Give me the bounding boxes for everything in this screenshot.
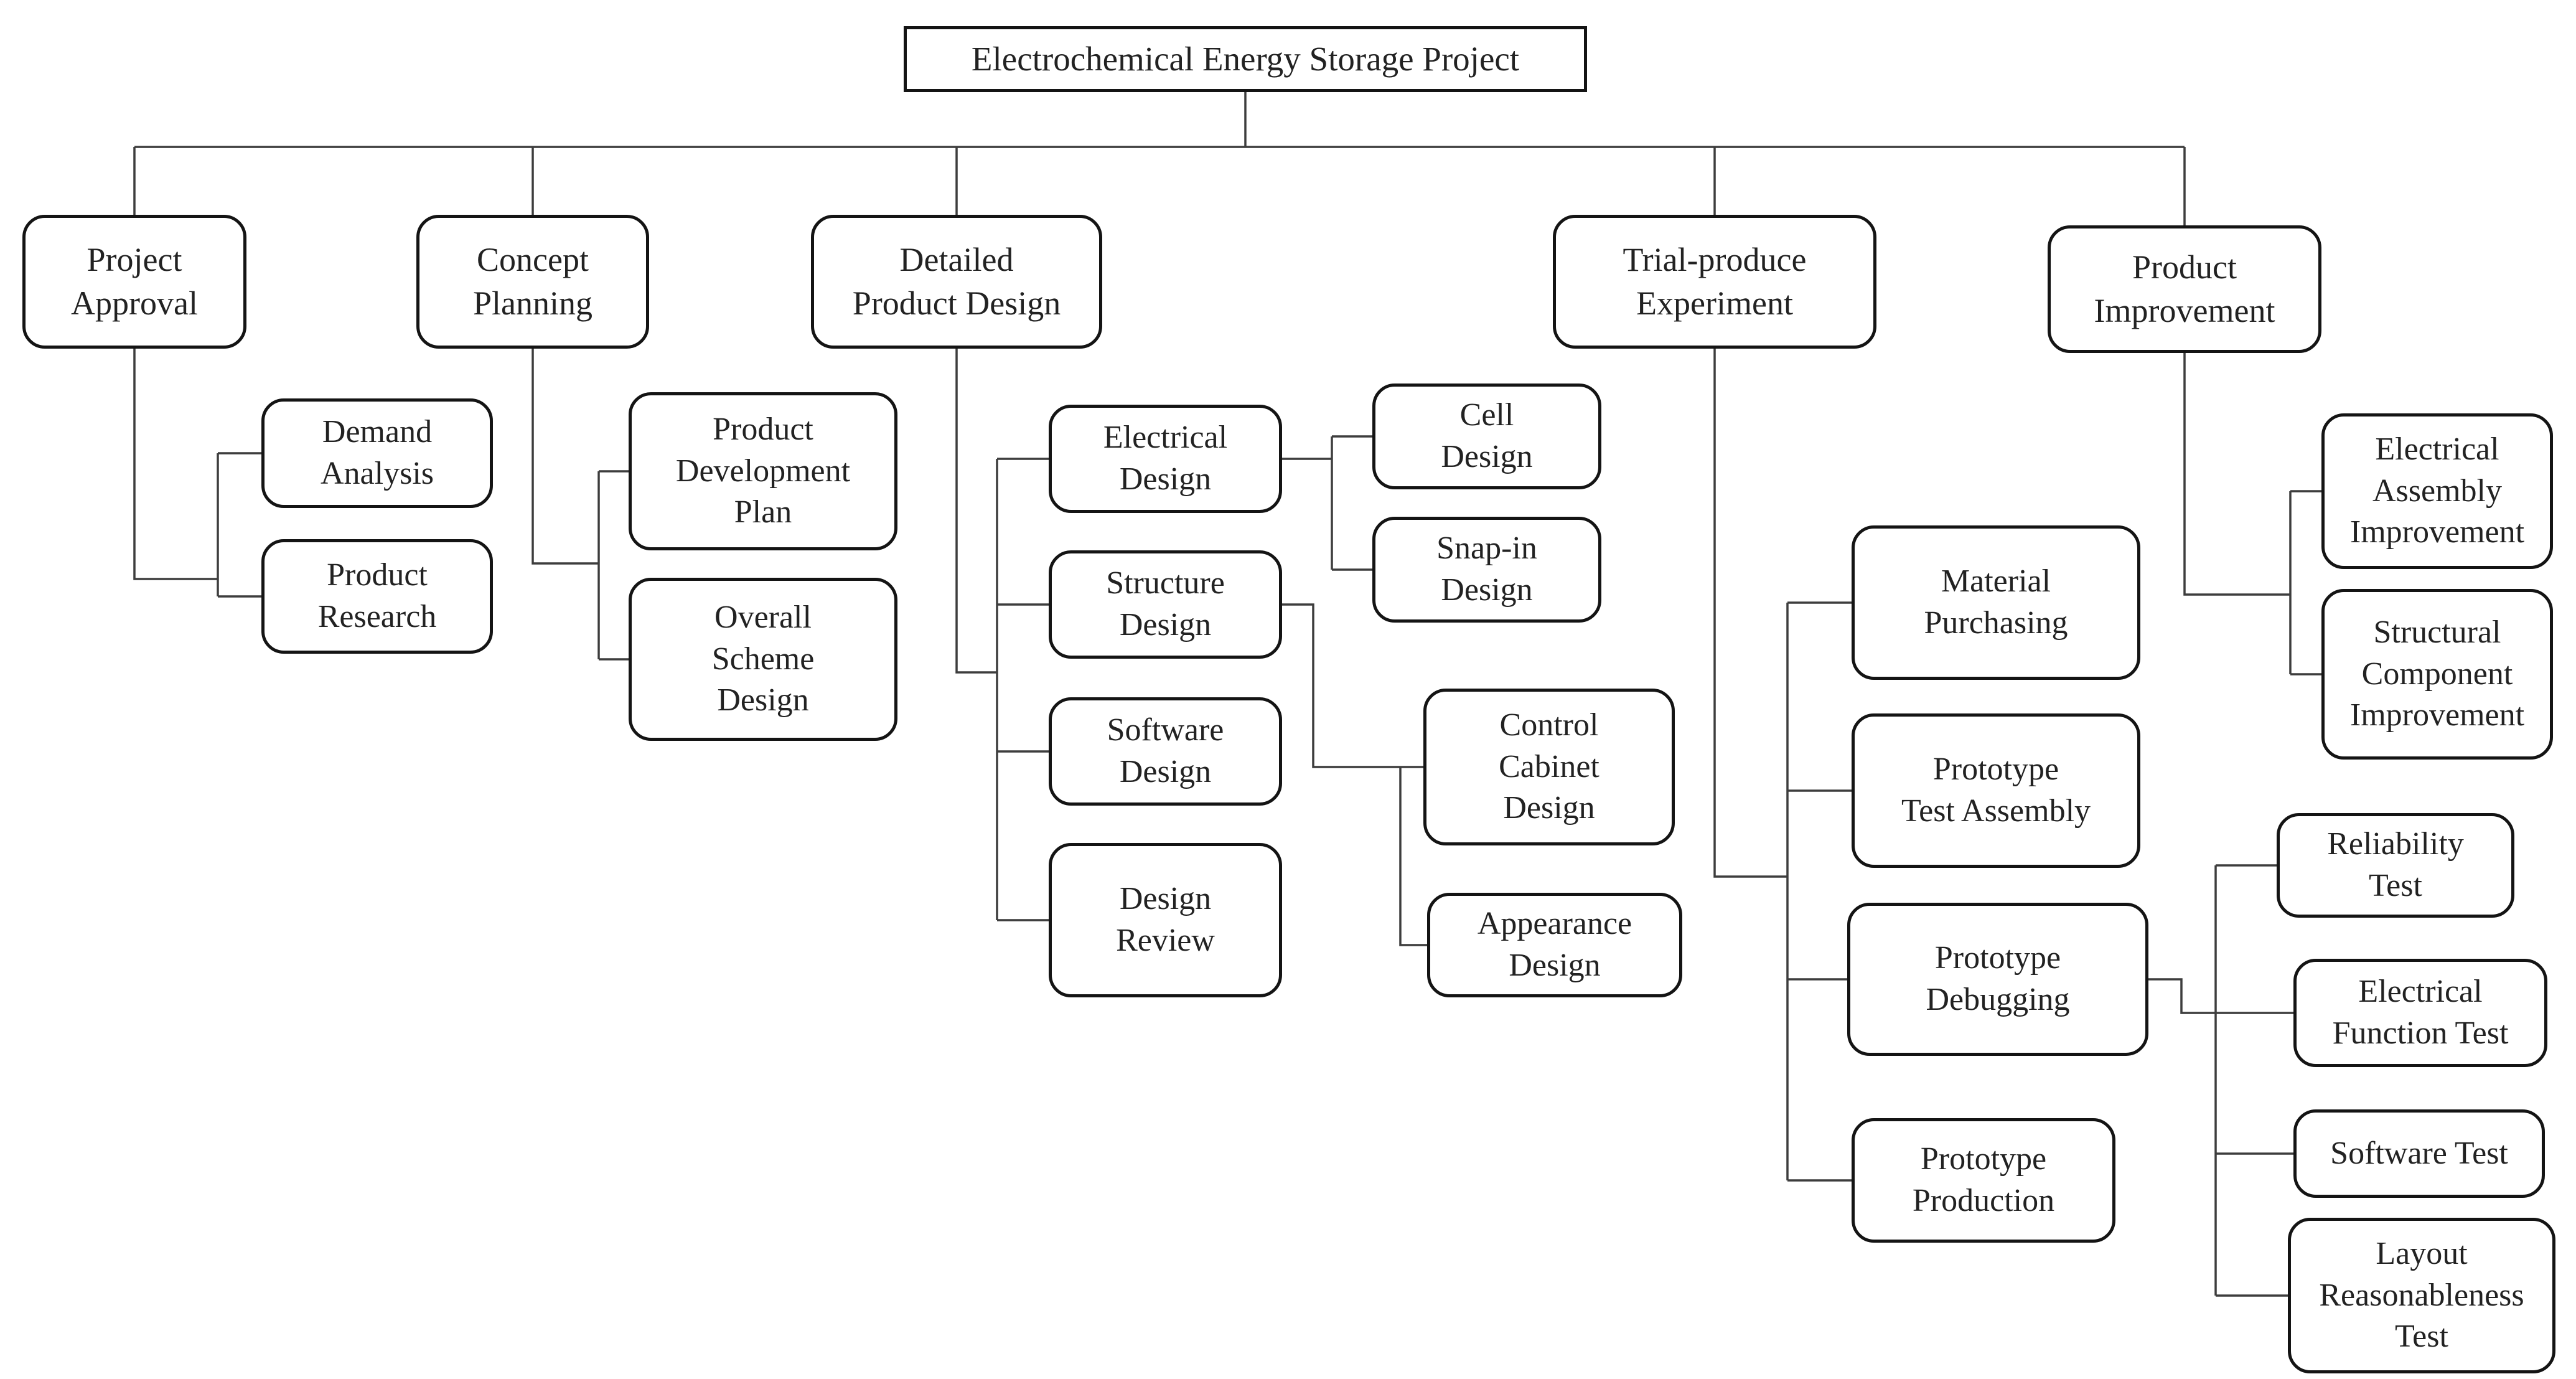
node-demand-analysis: Demand Analysis (261, 398, 493, 508)
node-structural-component-improvement: Structural Component Improvement (2321, 589, 2553, 760)
node-trial-produce-experiment: Trial-produce Experiment (1553, 215, 1876, 349)
connector-electrical-design-children (1282, 435, 1372, 571)
node-material-purchasing: Material Purchasing (1852, 525, 2140, 680)
node-product-development-plan: Product Development Plan (629, 392, 897, 550)
connector-prototype-debugging-children (2148, 864, 2293, 1297)
node-layout-reasonableness-test: Layout Reasonableness Test (2288, 1218, 2555, 1373)
node-software-design: Software Design (1049, 697, 1282, 806)
connector-product-improvement-children (2183, 353, 2321, 675)
node-product-research: Product Research (261, 539, 493, 654)
connector-detailed-product-design-children (955, 349, 1049, 921)
node-cell-design: Cell Design (1372, 384, 1601, 489)
node-software-test: Software Test (2293, 1109, 2545, 1198)
connector-project-approval-children (133, 349, 261, 598)
node-concept-planning: Concept Planning (416, 215, 649, 349)
node-prototype-test-assembly: Prototype Test Assembly (1852, 713, 2140, 868)
node-reliability-test: Reliability Test (2277, 813, 2514, 918)
node-control-cabinet-design: Control Cabinet Design (1423, 689, 1675, 845)
connector-root-rail (133, 92, 2186, 225)
node-electrochemical-energy-storage-project: Electrochemical Energy Storage Project (904, 26, 1587, 92)
node-snap-in-design: Snap-in Design (1372, 517, 1601, 623)
node-electrical-assembly-improvement: Electrical Assembly Improvement (2321, 413, 2553, 569)
node-electrical-design: Electrical Design (1049, 405, 1282, 513)
node-overall-scheme-design: Overall Scheme Design (629, 578, 897, 741)
node-product-improvement: Product Improvement (2048, 225, 2321, 353)
node-prototype-debugging: Prototype Debugging (1847, 903, 2148, 1056)
node-structure-design: Structure Design (1049, 550, 1282, 659)
connector-trial-produce-children (1713, 349, 1852, 1182)
node-project-approval: Project Approval (22, 215, 246, 349)
node-design-review: Design Review (1049, 843, 1282, 997)
node-electrical-function-test: Electrical Function Test (2293, 959, 2547, 1067)
connector-concept-planning-children (532, 349, 629, 661)
connector-structure-design-children (1282, 603, 1427, 946)
node-detailed-product-design: Detailed Product Design (811, 215, 1102, 349)
node-prototype-production: Prototype Production (1852, 1118, 2115, 1243)
node-appearance-design: Appearance Design (1427, 893, 1682, 997)
